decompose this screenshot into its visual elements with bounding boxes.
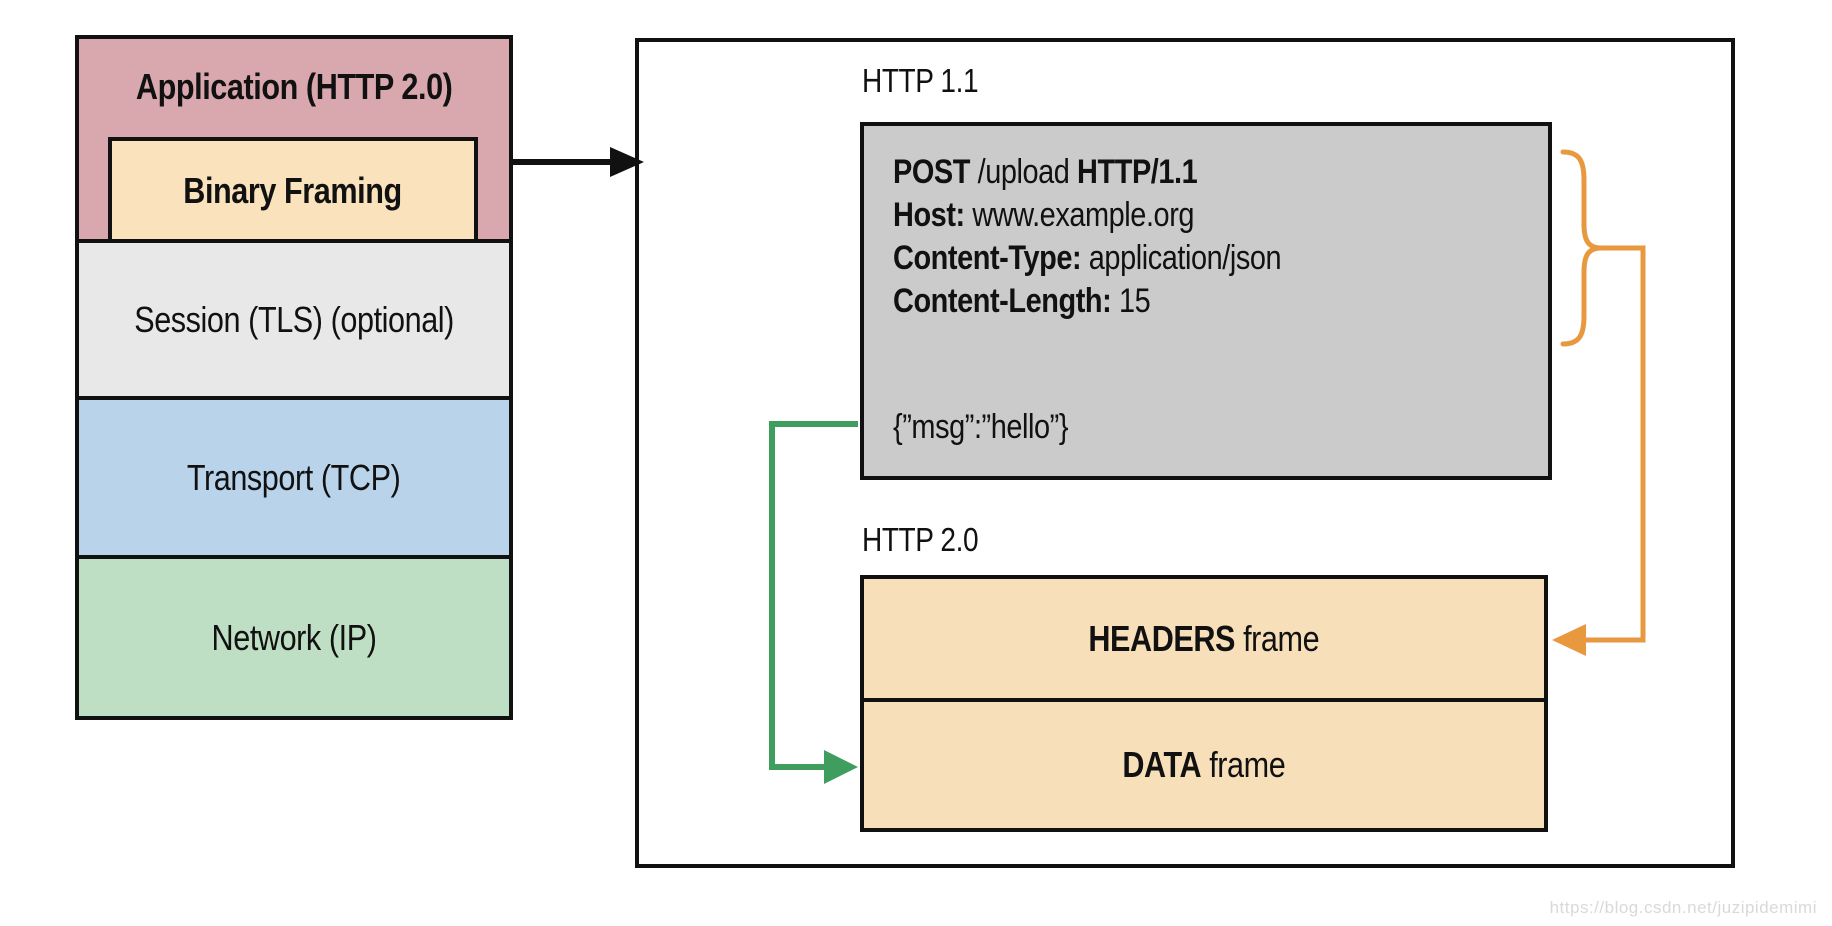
stack-layer-session: Session (TLS) (optional) xyxy=(75,239,513,400)
stack-layer-transport: Transport (TCP) xyxy=(75,396,513,559)
headers-frame-label: HEADERS frame xyxy=(1088,617,1320,659)
application-label-zone: Application (HTTP 2.0) xyxy=(75,35,513,139)
headers-frame-box: HEADERS frame xyxy=(860,575,1548,702)
request-body-line: {”msg”:”hello”} xyxy=(893,408,1069,446)
data-frame-label: DATA frame xyxy=(1122,744,1286,785)
session-label: Session (TLS) (optional) xyxy=(134,298,454,340)
http20-section-label: HTTP 2.0 xyxy=(862,521,979,558)
transport-label: Transport (TCP) xyxy=(187,456,401,498)
application-label: Application (HTTP 2.0) xyxy=(135,66,453,107)
data-frame-box: DATA frame xyxy=(860,698,1548,832)
watermark-text: https://blog.csdn.net/juzipidemimi xyxy=(1549,898,1817,917)
stack-layer-network: Network (IP) xyxy=(75,555,513,720)
request-content-type-line: Content-Type: application/json xyxy=(893,239,1282,277)
stack-to-panel-arrow-icon xyxy=(513,147,644,177)
request-body-text: {”msg”:”hello”} xyxy=(893,406,1099,449)
binary-framing-label: Binary Framing xyxy=(183,170,403,211)
http20-section-label-wrap: HTTP 2.0 xyxy=(862,521,999,559)
http11-request-box xyxy=(860,122,1552,480)
http11-section-label-wrap: HTTP 1.1 xyxy=(862,62,999,100)
request-headers-text: POST /upload HTTP/1.1 Host: www.example.… xyxy=(893,151,1350,323)
binary-framing-box: Binary Framing xyxy=(108,137,478,245)
request-content-length-line: Content-Length: 15 xyxy=(893,282,1151,320)
request-host-line: Host: www.example.org xyxy=(893,196,1195,234)
request-line: POST /upload HTTP/1.1 xyxy=(893,153,1198,191)
network-label: Network (IP) xyxy=(211,616,377,658)
http11-section-label: HTTP 1.1 xyxy=(862,62,979,99)
